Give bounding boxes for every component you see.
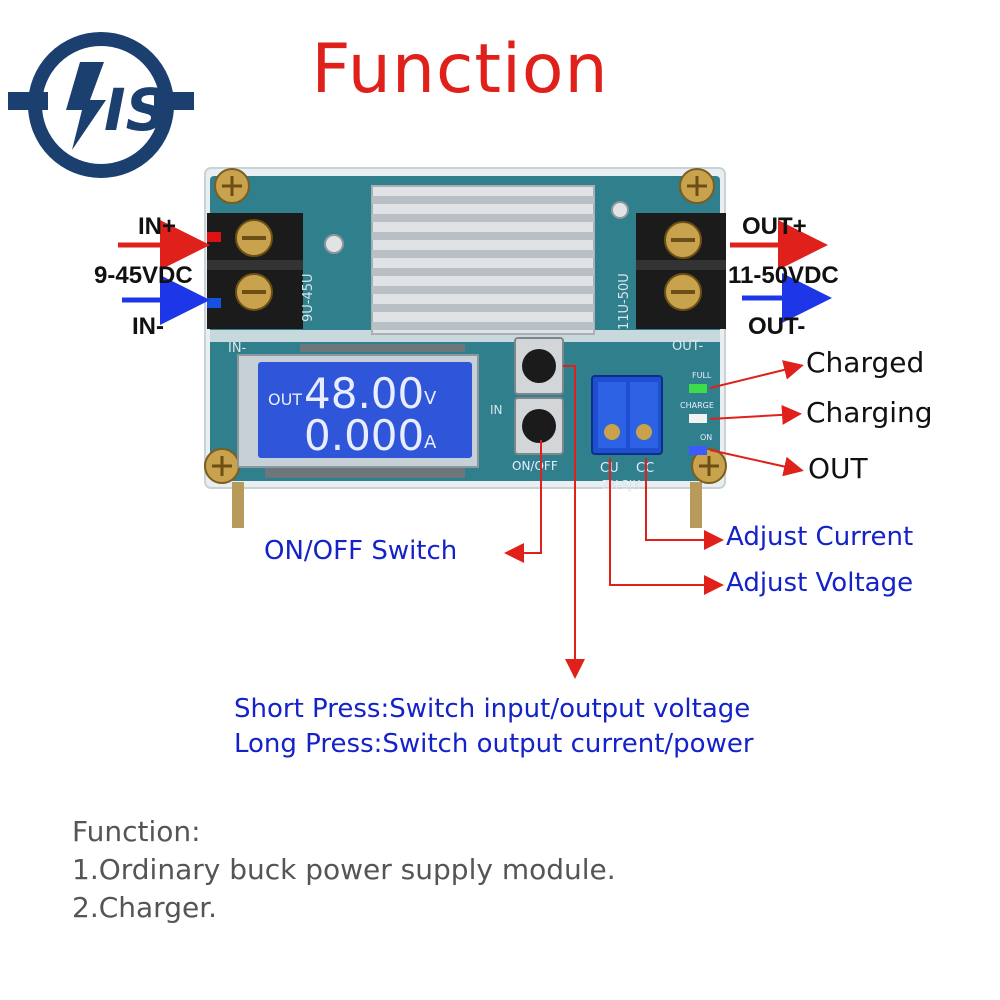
out-led-label: OUT [808,452,868,485]
charge-led [689,414,707,423]
silk-onoff: ON/OFF [512,459,558,473]
lcd-prefix: OUT [268,390,302,409]
out-plus-label: OUT+ [742,213,807,240]
footer-line-1: 1.Ordinary buck power supply module. [72,853,616,886]
logo: IS [8,32,194,178]
input-terminal-block [207,213,303,329]
lcd-module: OUT 48.00 V 0.000 A [237,354,479,468]
silk-input-voltage: 9U-45U [301,273,316,322]
footer-heading: Function: [72,815,201,848]
long-press-label: Long Press:Switch output current/power [234,729,754,759]
output-range-label: 11-50VDC [728,262,839,289]
adjust-current-arrow [645,458,724,550]
lcd-pins [265,344,465,478]
out-minus-label: OUT- [748,313,806,340]
status-leds: FULL CHARGE ON [680,371,714,455]
output-terminal-block [636,213,726,329]
page-title: Function [311,30,609,109]
charging-label: Charging [806,396,933,429]
lcd-voltage: 48.00 [304,369,424,418]
corner-screws [204,168,727,484]
silk-in-minus: IN- [228,341,247,356]
input-range-label: 9-45VDC [94,262,193,289]
charged-arrow [709,360,804,389]
silk-model: ZK-SJX [602,478,641,492]
potentiometers [591,375,663,455]
lcd-current: 0.000 [304,411,424,460]
footer-line-2: 2.Charger. [72,891,218,924]
adjust-current-label: Adjust Current [726,522,914,552]
capacitor [611,201,629,219]
out-led-arrow [709,449,804,477]
silk-charge: CHARGE [680,401,714,410]
on-led [689,446,707,455]
adjust-voltage-label: Adjust Voltage [726,568,914,598]
silk-in: IN [490,403,503,417]
heatsink [371,185,595,335]
silk-out-minus: OUT- [672,339,703,354]
tact-buttons [514,337,564,455]
in-plus-label: IN+ [138,213,177,240]
silk-full: FULL [692,371,712,380]
onoff-switch-label: ON/OFF Switch [264,536,458,566]
lightning-logo-icon: IS [8,32,194,178]
logo-text: IS [104,76,167,144]
in-minus-label: IN- [132,313,164,340]
short-press-label: Short Press:Switch input/output voltage [234,694,751,724]
silk-on: ON [700,433,712,442]
charged-label: Charged [806,346,925,379]
press-arrow [563,365,585,679]
full-led [689,384,707,393]
charging-arrow [709,404,802,425]
onoff-arrow [504,440,542,563]
silk-output-voltage: 11U-50U [617,273,632,330]
lcd-voltage-unit: V [424,388,437,409]
adjust-voltage-arrow [609,458,724,595]
capacitor [324,234,344,254]
lcd-current-unit: A [424,432,437,453]
